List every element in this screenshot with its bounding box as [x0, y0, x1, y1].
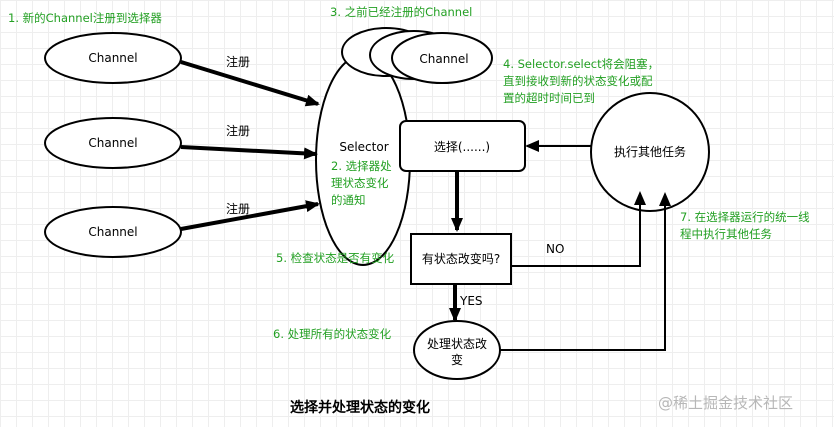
- other-tasks-node: [590, 92, 710, 212]
- note-step-3: 3. 之前已经注册的Channel: [330, 5, 472, 19]
- channel-node-2: [44, 117, 182, 169]
- watermark: @稀土掘金技术社区: [658, 394, 793, 412]
- handle-changes-label-line-2: 变: [451, 352, 463, 367]
- yes-label: YES: [459, 294, 483, 308]
- register-label-3: 注册: [226, 201, 250, 216]
- state-changed-box: [410, 233, 512, 285]
- no-path-arrow: [511, 191, 646, 267]
- note-step-4-line-1: 4. Selector.select将会阻塞，: [503, 57, 659, 71]
- channel-node-3-label: Channel: [88, 225, 137, 239]
- channel-node-1: [44, 32, 182, 84]
- note-step-2-line-3: 的通知: [331, 193, 366, 207]
- channel-node-1-label: Channel: [88, 51, 137, 65]
- note-step-6: 6. 处理所有的状态变化: [273, 327, 392, 341]
- note-step-7-line-1: 7. 在选择器运行的统一线: [680, 210, 810, 224]
- channel-node-2-label: Channel: [88, 136, 137, 150]
- state-changed-label: 有状态改变吗?: [422, 251, 500, 266]
- note-step-4-line-3: 置的超时时间已到: [503, 91, 595, 105]
- register-arrow-2: [180, 145, 318, 160]
- note-step-5: 5. 检查状态是否有变化: [276, 251, 395, 265]
- no-label: NO: [546, 242, 564, 256]
- note-step-2-line-2: 理状态变化: [331, 176, 389, 190]
- other-tasks-label: 执行其他任务: [614, 144, 686, 159]
- note-step-7-line-2: 程中执行其他任务: [680, 227, 772, 241]
- note-step-2-line-1: 2. 选择器处: [331, 159, 392, 173]
- register-label-1: 注册: [226, 54, 250, 69]
- registered-channel-label: Channel: [419, 52, 468, 66]
- note-step-1: 1. 新的Channel注册到选择器: [8, 11, 162, 25]
- register-arrow-3: [180, 200, 320, 231]
- select-box-label: 选择(......): [434, 140, 490, 154]
- handle-changes-label-line-1: 处理状态改: [427, 337, 487, 351]
- diagram-caption: 选择并处理状态的变化: [290, 399, 430, 416]
- register-arrow-1: [180, 60, 320, 107]
- selector-label: Selector: [339, 140, 388, 154]
- channel-node-3: [44, 206, 182, 258]
- register-label-2: 注册: [226, 123, 250, 138]
- note-step-4-line-2: 直到接收到新的状态变化或配: [503, 74, 653, 88]
- registered-channel-front: [391, 32, 493, 84]
- handle-to-tasks-arrow: [500, 192, 671, 351]
